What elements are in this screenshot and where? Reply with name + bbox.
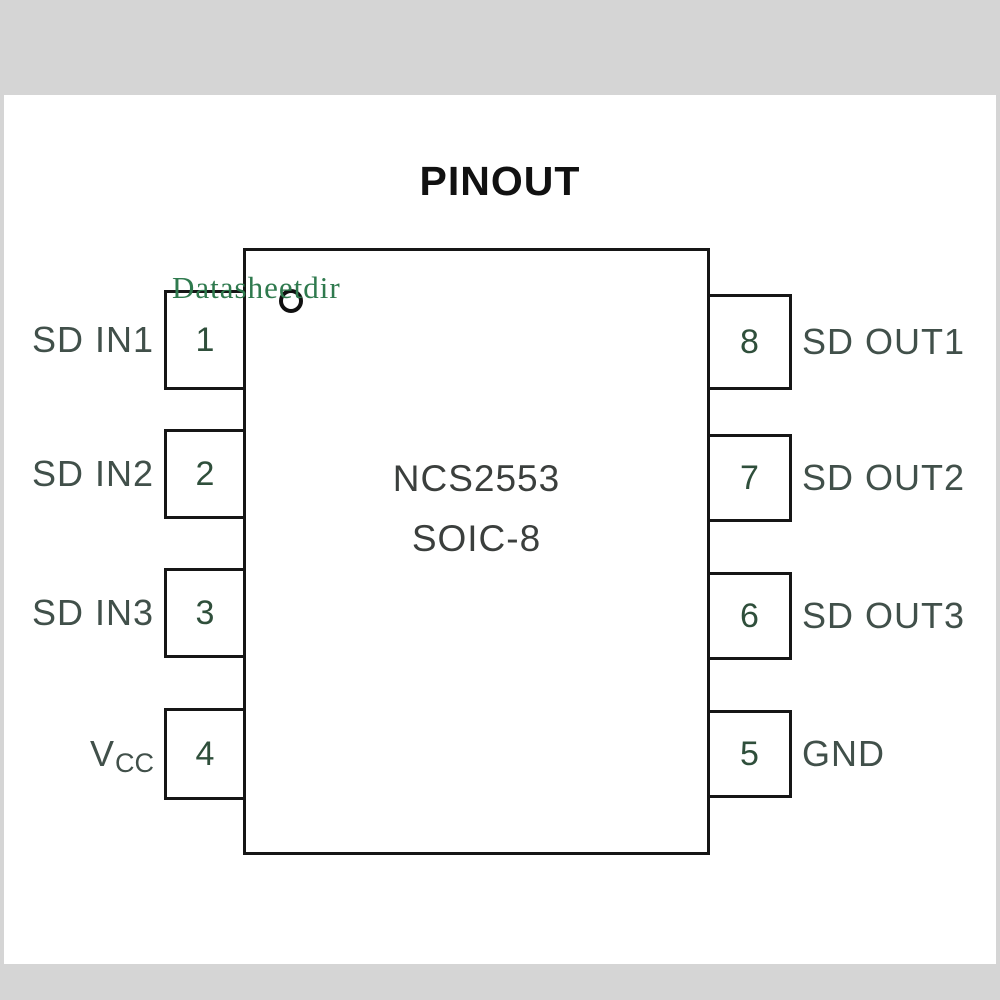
chip-name: NCS2553 <box>392 458 561 499</box>
chip-package: SOIC-8 <box>411 518 542 559</box>
pin-label-sd-in1: SD IN1 <box>8 290 154 390</box>
watermark: Datasheetdir <box>172 270 341 305</box>
pin-number-4: 4 <box>195 734 215 773</box>
pin-label-text: SD OUT2 <box>802 457 966 498</box>
page-title: PINOUT <box>419 158 581 204</box>
chip-body: NCS2553 SOIC-8 <box>243 248 710 855</box>
pin-number-7: 7 <box>740 458 759 497</box>
chip-text: NCS2553 SOIC-8 <box>246 449 707 569</box>
pin-number-8: 8 <box>740 322 759 361</box>
pin-box-7: 7 <box>707 434 792 522</box>
pin1-indicator-dot <box>279 289 303 313</box>
pin-box-4: 4 <box>164 708 246 800</box>
pin-label-sd-in3: SD IN3 <box>8 568 154 658</box>
pin-box-3: 3 <box>164 568 246 658</box>
pin-label-text: SD IN2 <box>31 453 154 494</box>
pin-label-text: SD OUT3 <box>802 595 966 636</box>
pin-number-6: 6 <box>740 596 759 635</box>
pin-box-6: 6 <box>707 572 792 660</box>
pin-label-sd-in2: SD IN2 <box>8 429 154 519</box>
pin-label-sd-out2: SD OUT2 <box>802 434 997 522</box>
pin-number-3: 3 <box>195 593 215 632</box>
pin-number-2: 2 <box>195 454 215 493</box>
pin-label-subscript: CC <box>115 747 154 778</box>
pin-box-5: 5 <box>707 710 792 798</box>
pin-label-text: V <box>89 733 115 774</box>
pin-label-text: SD OUT1 <box>802 321 966 362</box>
pin-label-sd-out3: SD OUT3 <box>802 572 997 660</box>
pin-box-2: 2 <box>164 429 246 519</box>
pin-label-text: SD IN1 <box>31 319 154 360</box>
pin-number-1: 1 <box>195 320 215 359</box>
pin-label-sd-out1: SD OUT1 <box>802 294 997 390</box>
pin-number-5: 5 <box>740 734 759 773</box>
pin-label-gnd: GND <box>802 710 997 798</box>
pin-label-text: GND <box>802 733 885 774</box>
pin-label-text: SD IN3 <box>31 592 154 633</box>
pin-box-8: 8 <box>707 294 792 390</box>
pin-box-1: 1 <box>164 290 246 390</box>
